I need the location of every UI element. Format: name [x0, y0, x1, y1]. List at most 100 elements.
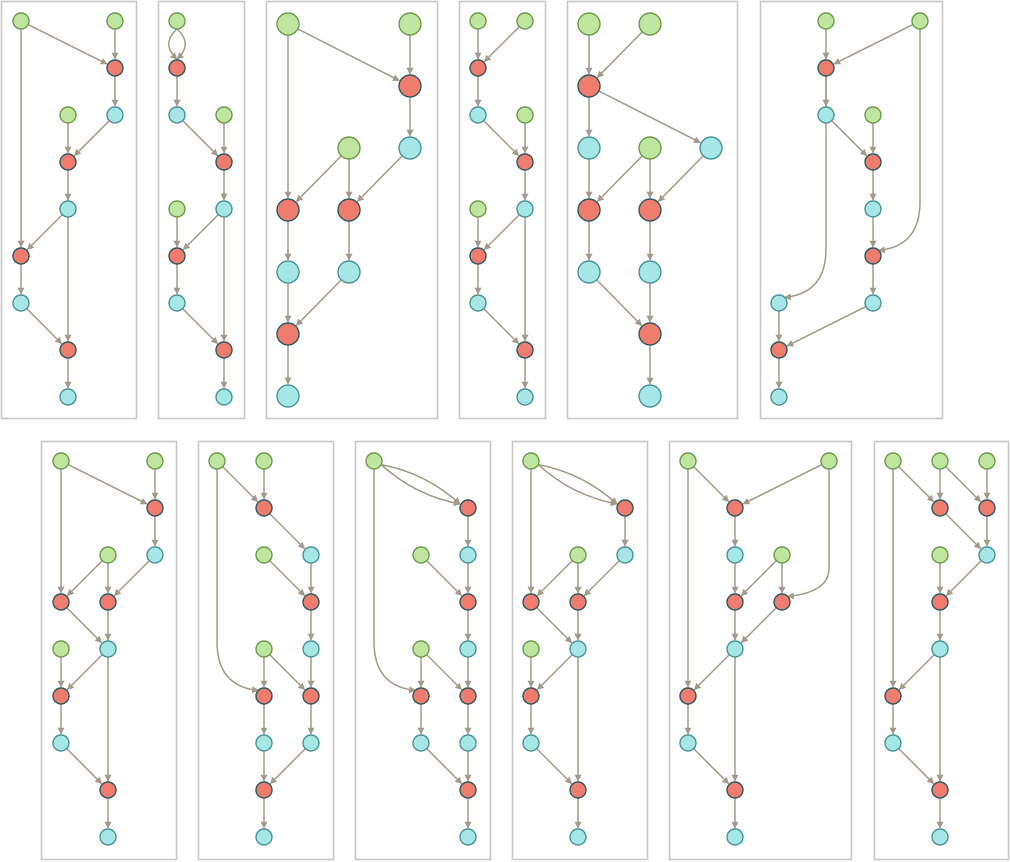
input-node	[522, 640, 540, 658]
edge-arrow	[833, 23, 914, 65]
node-group	[365, 452, 477, 846]
edge-arrow	[583, 560, 620, 597]
node-group	[770, 12, 929, 406]
operation-node	[255, 781, 273, 799]
operation-node	[59, 341, 77, 359]
node-group	[522, 452, 634, 846]
input-node	[215, 106, 233, 124]
edge-arrow	[596, 279, 643, 326]
value-node	[12, 294, 30, 312]
value-node	[569, 828, 587, 846]
operation-node	[679, 687, 697, 705]
edge-arrow	[182, 214, 219, 251]
operation-node	[577, 74, 601, 98]
edge-group	[168, 28, 228, 389]
value-node	[459, 828, 477, 846]
edge-group	[527, 463, 629, 829]
edge-arrow	[182, 120, 219, 157]
edge-arrow	[538, 463, 618, 505]
edge-group	[17, 23, 119, 389]
input-node	[638, 12, 662, 36]
panel-frame	[40, 440, 178, 861]
edge-arrow	[373, 469, 417, 694]
edge-arrow	[182, 308, 219, 345]
operation-node	[106, 59, 124, 77]
value-node	[978, 546, 996, 564]
operation-node	[302, 687, 320, 705]
edge-arrow	[783, 76, 827, 301]
edge-arrow	[483, 214, 520, 251]
edge-arrow	[693, 748, 730, 785]
value-node	[276, 384, 300, 408]
value-node	[931, 640, 949, 658]
edge-arrow	[877, 29, 921, 254]
edge-arrow	[216, 469, 260, 694]
operation-node	[255, 687, 273, 705]
operation-node	[99, 781, 117, 799]
panel-frame	[511, 440, 649, 861]
input-node	[52, 452, 70, 470]
edge-group	[585, 31, 704, 385]
panel-frame	[265, 0, 439, 420]
input-node	[469, 200, 487, 218]
edge-arrow	[426, 748, 463, 785]
value-node	[864, 200, 882, 218]
value-node	[215, 200, 233, 218]
panel-frame	[354, 440, 492, 861]
edge-arrow	[898, 748, 935, 785]
value-node	[616, 546, 634, 564]
edge-arrow	[295, 155, 342, 202]
input-node	[99, 546, 117, 564]
value-node	[577, 260, 601, 284]
value-node	[146, 546, 164, 564]
value-node	[699, 136, 723, 160]
node-group	[52, 452, 164, 846]
operation-node	[817, 59, 835, 77]
value-node	[99, 828, 117, 846]
value-node	[770, 388, 788, 406]
edge-arrow	[945, 513, 982, 550]
operation-node	[726, 593, 744, 611]
diagram-panel-12	[873, 440, 1010, 861]
edge-arrow	[898, 654, 935, 691]
diagram-panel-6	[759, 0, 944, 420]
value-node	[255, 828, 273, 846]
edge-arrow	[269, 513, 306, 550]
value-node	[459, 546, 477, 564]
input-node	[365, 452, 383, 470]
value-node	[884, 734, 902, 752]
edge-arrow	[596, 155, 643, 202]
diagram-panel-9	[354, 440, 492, 861]
operation-node	[931, 499, 949, 517]
operation-node	[726, 499, 744, 517]
edge-arrow	[693, 466, 730, 503]
edge-arrow	[426, 654, 463, 691]
value-node	[168, 106, 186, 124]
edge-arrow	[66, 607, 103, 644]
input-node	[820, 452, 838, 470]
edge-group	[474, 26, 529, 389]
operation-node	[770, 341, 788, 359]
value-node	[337, 260, 361, 284]
value-node	[726, 546, 744, 564]
input-node	[931, 546, 949, 564]
panel-frame	[873, 440, 1010, 861]
edge-arrow	[27, 23, 108, 65]
operation-node	[931, 781, 949, 799]
node-group	[276, 12, 422, 408]
operation-node	[215, 341, 233, 359]
edge-arrow	[945, 560, 982, 597]
node-group	[577, 12, 723, 408]
edge-arrow	[742, 463, 823, 505]
input-node	[577, 12, 601, 36]
value-node	[679, 734, 697, 752]
edge-arrow	[66, 560, 103, 597]
input-node	[208, 452, 226, 470]
operation-node	[469, 59, 487, 77]
operation-node	[726, 781, 744, 799]
value-node	[726, 828, 744, 846]
value-node	[577, 136, 601, 160]
operation-node	[302, 593, 320, 611]
edge-arrow	[269, 560, 306, 597]
edge-arrow	[66, 654, 103, 691]
